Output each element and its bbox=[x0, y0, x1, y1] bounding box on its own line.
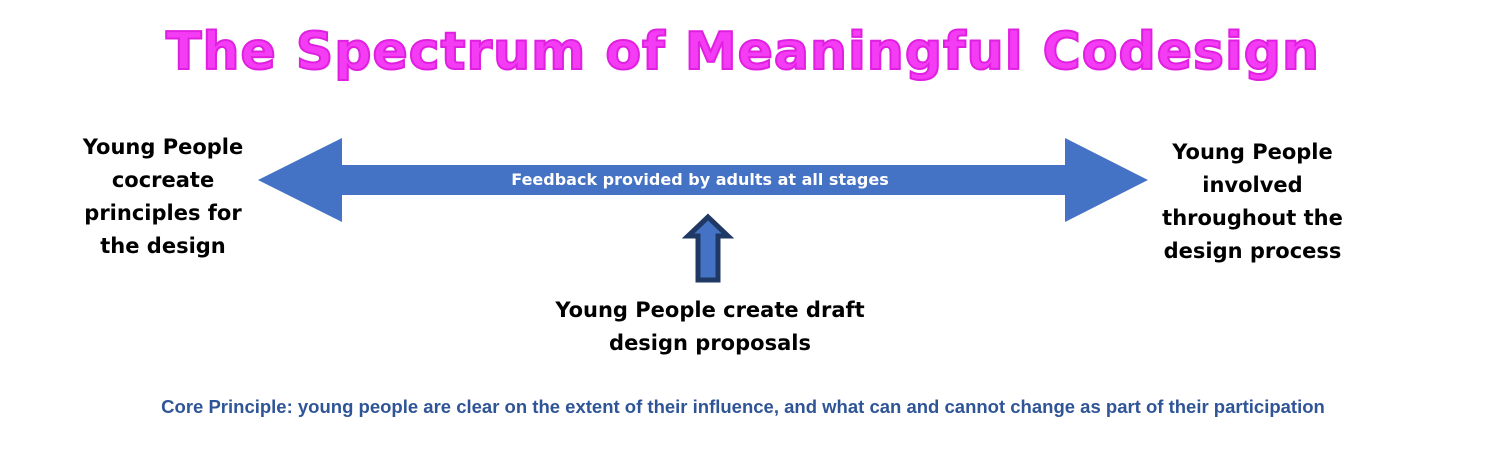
left-label: Young People cocreate principles for the… bbox=[82, 135, 244, 258]
right-label: Young People involved throughout the des… bbox=[1162, 140, 1343, 263]
arrow-label: Feedback provided by adults at all stage… bbox=[511, 170, 889, 189]
core-principle: Core Principle: young people are clear o… bbox=[161, 396, 1325, 417]
double-arrow bbox=[258, 138, 1148, 222]
page-title: The Spectrum of Meaningful Codesign bbox=[165, 21, 1321, 83]
bottom-label: Young People create draft design proposa… bbox=[555, 298, 865, 355]
up-arrow-icon bbox=[681, 213, 735, 283]
